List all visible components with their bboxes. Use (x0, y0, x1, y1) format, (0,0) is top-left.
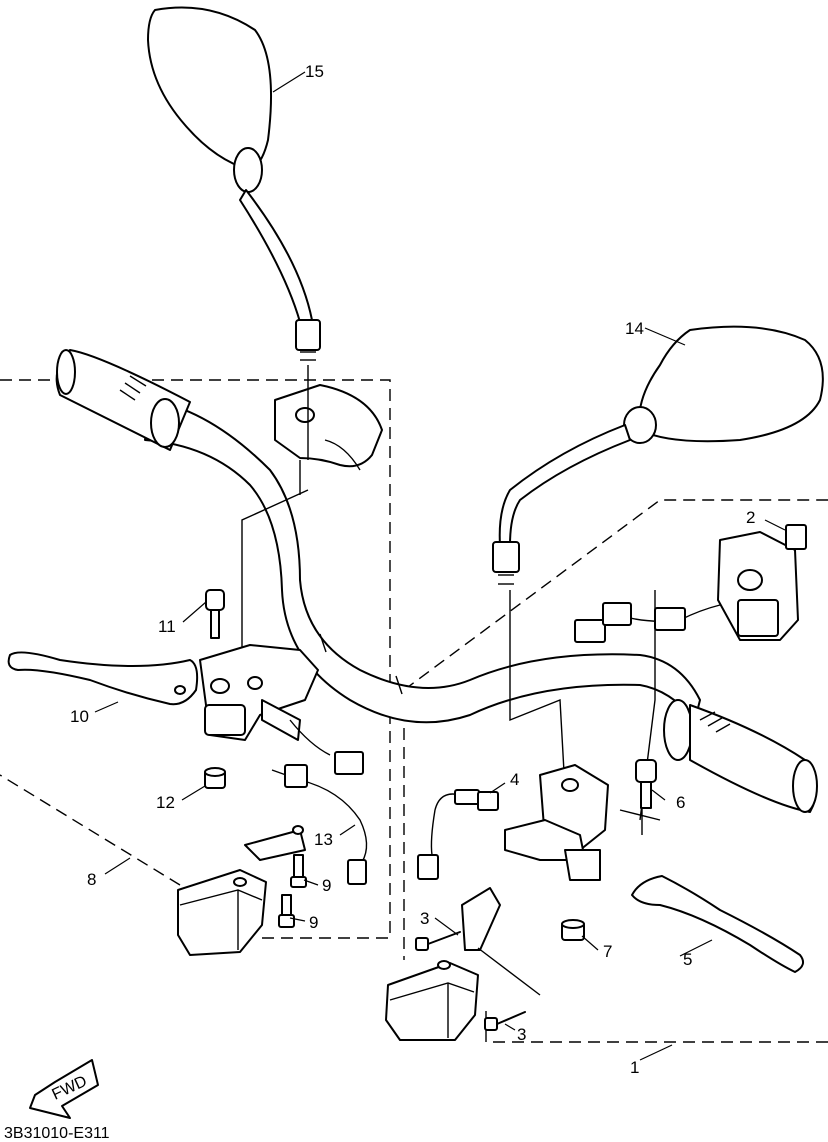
right-lever-bracket (504, 764, 609, 881)
right-lever (631, 875, 805, 973)
left-signal-housing (177, 825, 306, 956)
callout-13: 13 (314, 830, 333, 849)
callout-8: 8 (87, 870, 96, 889)
right-wire-harness (574, 602, 721, 643)
right-switch-wire (417, 789, 499, 880)
mirror-right (492, 325, 824, 585)
right-grip (663, 699, 818, 813)
callout-15: 15 (305, 62, 324, 81)
left-clamp-cover (274, 384, 383, 471)
bolt-6 (635, 759, 657, 809)
callout-1: 1 (630, 1058, 639, 1077)
assembly-line-right (509, 590, 661, 835)
fwd-arrow: FWD (29, 1059, 99, 1119)
callout-3a: 3 (420, 909, 429, 928)
callout-7: 7 (603, 942, 612, 961)
callout-12: 12 (156, 793, 175, 812)
left-group-box (0, 379, 391, 939)
mirror-left (147, 6, 321, 361)
callout-11: 11 (158, 617, 176, 636)
callout-leaders (94, 71, 786, 1061)
right-switch-housing (717, 524, 807, 641)
drawing-code: 3B31010-E311 (4, 1125, 110, 1142)
screws-9 (278, 854, 307, 928)
assembly-line-left (241, 365, 309, 690)
bolt-11 (205, 589, 225, 639)
left-grip (55, 349, 191, 451)
nut-7 (561, 919, 585, 941)
callout-14: 14 (625, 319, 644, 338)
callout-3b: 3 (517, 1025, 526, 1044)
left-switch-assembly (199, 644, 319, 741)
screws-3 (415, 931, 526, 1031)
callout-5: 5 (683, 950, 692, 969)
callout-4: 4 (510, 770, 519, 789)
callout-6: 6 (676, 793, 685, 812)
right-signal-housing (385, 887, 541, 1041)
left-switch-wire (271, 719, 368, 885)
nut-12 (204, 767, 226, 789)
callout-9b: 9 (309, 913, 318, 932)
callout-2: 2 (746, 508, 755, 527)
left-lever (7, 651, 199, 706)
callout-9a: 9 (322, 876, 331, 895)
callout-10: 10 (70, 707, 89, 726)
